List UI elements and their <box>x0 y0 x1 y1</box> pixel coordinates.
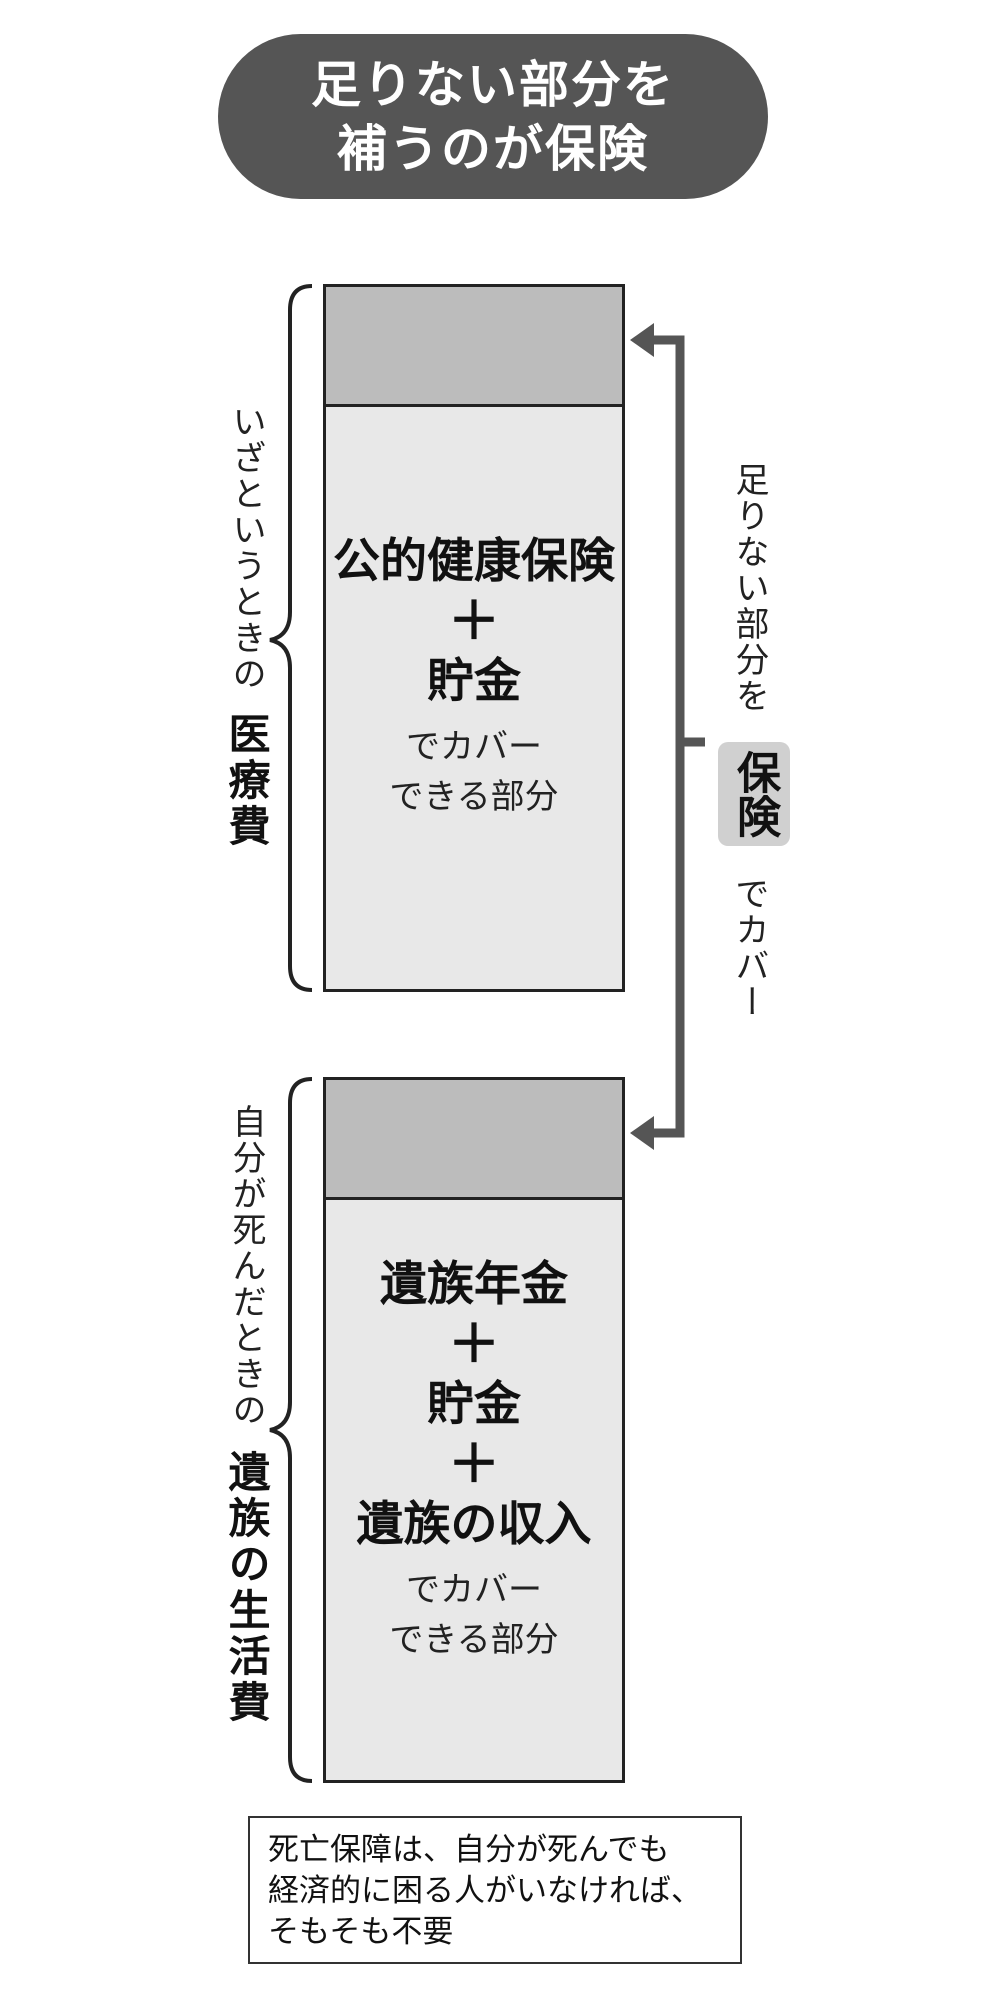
medical-shortfall <box>326 287 622 407</box>
arrowhead-bottom <box>630 1116 654 1150</box>
connector-label-top: 足りない部分を <box>729 462 769 714</box>
survivor-box-content: 遺族年金 ＋ 貯金 ＋ 遺族の収入 でカバー できる部分 <box>326 1255 622 1665</box>
title-banner: 足りない部分を 補うのが保険 <box>218 34 768 199</box>
connector-bracket <box>645 335 685 1138</box>
connector-highlight-wrap: 保険 <box>718 742 790 846</box>
survivor-side-label: 自分が死んだときの <box>226 1104 266 1428</box>
connector-highlight: 保険 <box>718 742 790 846</box>
survivor-item-1: 遺族年金 <box>380 1257 568 1312</box>
survivor-brace <box>269 1077 313 1783</box>
survivor-box: 遺族年金 ＋ 貯金 ＋ 遺族の収入 でカバー できる部分 <box>323 1077 625 1783</box>
survivor-caption-2: できる部分 <box>389 1620 559 1660</box>
medical-side-label-bold: 医療費 <box>222 712 271 850</box>
medical-item-2: 貯金 <box>427 654 521 709</box>
medical-caption-2: できる部分 <box>389 777 559 817</box>
note-line-1: 死亡保障は、自分が死んでも <box>268 1832 670 1868</box>
connector-label-bottom: でカバー <box>729 876 769 1020</box>
arrowhead-top <box>630 323 654 357</box>
medical-brace <box>269 284 313 992</box>
survivor-item-3: 遺族の収入 <box>356 1497 592 1552</box>
title-line-1: 足りない部分を <box>311 55 675 114</box>
medical-box: 公的健康保険 ＋ 貯金 でカバー できる部分 <box>323 284 625 992</box>
note-line-2: 経済的に困る人がいなければ、 <box>268 1873 702 1909</box>
survivor-shortfall <box>326 1080 622 1200</box>
survivor-plus-2: ＋ <box>447 1435 500 1495</box>
note-box: 死亡保障は、自分が死んでも 経済的に困る人がいなければ、 そもそも不要 <box>248 1816 742 1964</box>
medical-box-content: 公的健康保険 ＋ 貯金 でカバー できる部分 <box>326 532 622 822</box>
survivor-plus-1: ＋ <box>447 1315 500 1375</box>
medical-plus: ＋ <box>447 592 500 652</box>
medical-side-label: いざというときの <box>226 404 266 692</box>
survivor-caption-1: でカバー <box>406 1570 542 1610</box>
title-line-2: 補うのが保険 <box>337 119 649 178</box>
survivor-item-2: 貯金 <box>427 1377 521 1432</box>
survivor-side-label-bold: 遺族の生活費 <box>222 1450 271 1726</box>
medical-caption-1: でカバー <box>406 727 542 767</box>
medical-item-1: 公的健康保険 <box>333 534 615 589</box>
note-line-3: そもそも不要 <box>268 1914 454 1950</box>
